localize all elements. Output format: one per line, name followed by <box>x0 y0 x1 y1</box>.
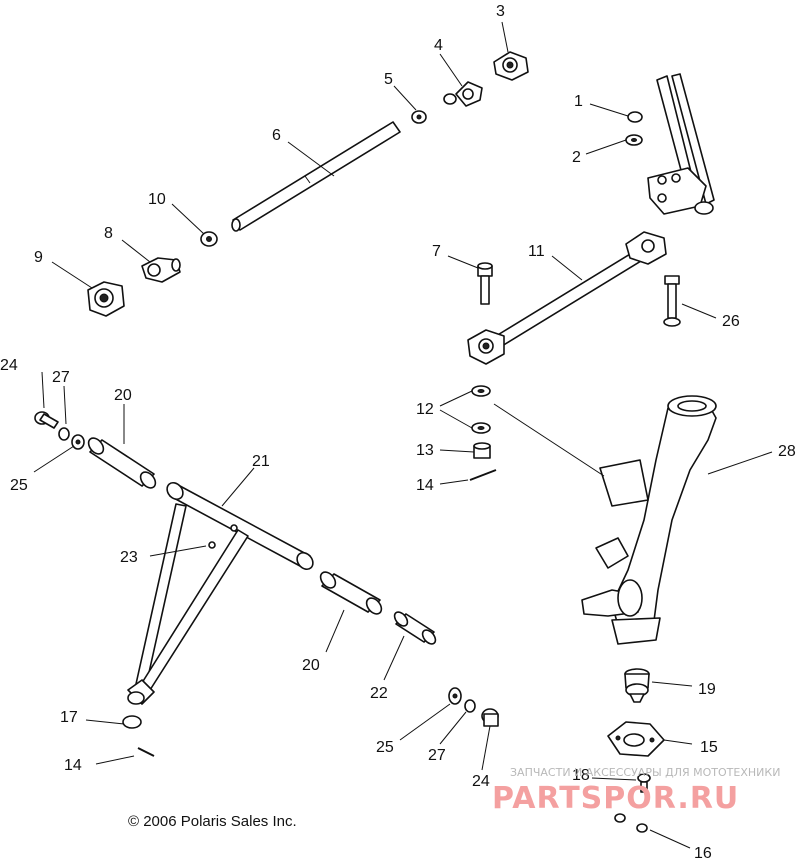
callout-7: 7 <box>432 243 441 260</box>
callout-8: 8 <box>104 225 113 242</box>
callout-1: 1 <box>574 93 583 110</box>
copyright-text: © 2006 Polaris Sales Inc. <box>128 813 297 830</box>
part-23-fitting <box>208 541 216 549</box>
part-20-bushing-left <box>87 437 157 489</box>
callout-18: 18 <box>572 767 590 784</box>
callout-17: 17 <box>60 709 78 726</box>
callout-3: 3 <box>496 3 505 20</box>
callout-19: 19 <box>698 681 716 698</box>
callout-4: 4 <box>434 37 443 54</box>
part-14-cotter-pin-lower <box>137 747 155 757</box>
part-11-tie-rod-assembly <box>467 231 667 365</box>
part-6-tie-rod <box>231 121 401 232</box>
part-27-washer-right <box>464 699 476 713</box>
callout-5: 5 <box>384 71 393 88</box>
callout-9: 9 <box>34 249 43 266</box>
callout-20-left: 20 <box>114 387 132 404</box>
part-15-plate <box>607 721 665 757</box>
part-3-rod-end <box>493 51 529 81</box>
callout-27-left: 27 <box>52 369 70 386</box>
callout-11: 11 <box>528 243 545 260</box>
part-1-nut <box>627 111 643 123</box>
part-21-a-arm <box>127 481 314 705</box>
callout-23: 23 <box>120 549 138 566</box>
callout-20-middle: 20 <box>302 657 320 674</box>
part-8-ball-joint <box>141 257 181 283</box>
callout-25-left: 25 <box>10 477 28 494</box>
part-12-washers <box>471 385 491 434</box>
watermark-logo: PARTSPOR.RU <box>492 781 739 816</box>
leader-lines <box>33 21 773 849</box>
part-25-washer-left <box>71 434 85 450</box>
part-26-bolt <box>663 275 681 327</box>
watermark-caption: ЗАПЧАСТИ И АКСЕССУАРЫ ДЛЯ МОТОТЕХНИКИ <box>510 766 780 779</box>
callout-24-left: 24 <box>0 357 18 374</box>
part-22-bushing <box>393 611 437 645</box>
callout-26: 26 <box>722 313 740 330</box>
part-16-bolts <box>614 813 648 833</box>
callout-22: 22 <box>370 685 388 702</box>
part-25-washer-right <box>448 687 462 705</box>
callout-13: 13 <box>416 442 434 459</box>
part-18-screws <box>637 773 651 793</box>
callout-28: 28 <box>778 443 796 460</box>
callout-21: 21 <box>252 453 270 470</box>
part-24-bolt-left <box>34 411 59 429</box>
part-24-bolt-right <box>481 708 499 727</box>
part-2-washer <box>625 134 643 146</box>
part-13-castle-nut <box>473 442 491 459</box>
part-9-rod-end <box>87 281 125 317</box>
part-14-cotter-pin-upper <box>469 469 497 481</box>
callout-2: 2 <box>572 149 581 166</box>
callout-10: 10 <box>148 191 166 208</box>
part-27-washer-left <box>58 427 70 441</box>
callout-14-lower: 14 <box>64 757 82 774</box>
callout-27-right: 27 <box>428 747 446 764</box>
part-17-ball-joint-boot <box>122 715 142 729</box>
callout-labels: 3 4 5 6 10 8 9 1 2 7 11 26 12 13 14 28 1… <box>0 3 796 858</box>
steering-post <box>647 73 715 215</box>
callout-16: 16 <box>694 845 712 858</box>
part-4-ball-joint <box>443 81 483 107</box>
callout-12: 12 <box>416 401 434 418</box>
part-10-nut <box>200 231 218 247</box>
callout-15: 15 <box>700 739 718 756</box>
part-28-spindle <box>581 395 717 645</box>
part-5-nut <box>411 110 427 124</box>
callout-6: 6 <box>272 127 281 144</box>
part-19-ball-joint <box>624 668 650 703</box>
callout-24-right: 24 <box>472 773 490 790</box>
callout-14-upper: 14 <box>416 477 434 494</box>
callout-25-right: 25 <box>376 739 394 756</box>
part-20-bushing-middle <box>319 571 383 615</box>
part-7-bolt <box>477 262 493 305</box>
